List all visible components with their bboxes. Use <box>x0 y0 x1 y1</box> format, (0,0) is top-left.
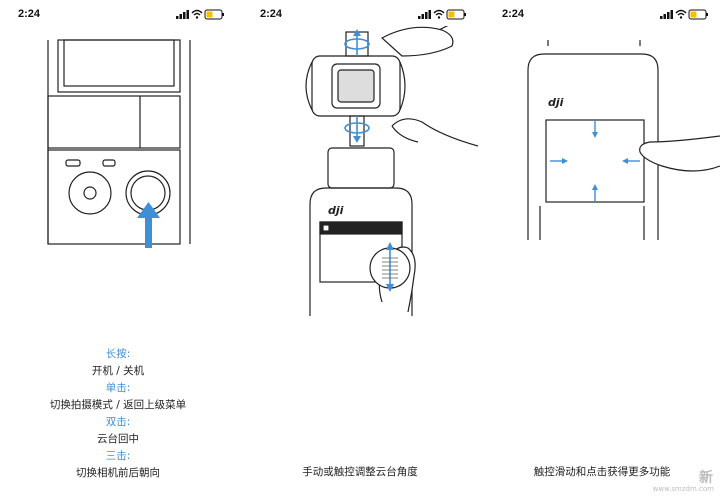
gimbal-adjust-illustration: dji <box>305 26 478 316</box>
caption-triple-click-body: 切换相机前后朝向 <box>76 467 160 479</box>
signal-icon <box>660 10 673 19</box>
caption-single-click-body: 切换拍摄模式 / 返回上级菜单 <box>49 399 187 411</box>
touchscreen-illustration: dji <box>527 40 720 240</box>
battery-icon <box>446 9 466 20</box>
status-time: 2:24 <box>18 8 41 20</box>
battery-icon <box>204 9 224 20</box>
status-bar: 2:24 <box>242 0 478 24</box>
signal-icon <box>418 10 431 19</box>
caption-long-press-body: 开机 / 关机 <box>91 365 145 377</box>
caption-single-click-head: 单击: <box>105 382 131 394</box>
wifi-icon <box>675 9 687 19</box>
osmo-pocket-buttons-illustration <box>47 39 191 248</box>
panel-divider <box>478 0 484 503</box>
caption-touch-functions: 触控滑动和点击获得更多功能 <box>533 466 671 478</box>
status-bar: 2:24 <box>0 0 236 24</box>
watermark-logo: 新 www.smzdm.com <box>652 467 714 497</box>
status-time: 2:24 <box>502 8 525 20</box>
panel-divider <box>236 0 242 503</box>
caption-double-click-head: 双击: <box>105 416 131 428</box>
caption-double-click-body: 云台回中 <box>97 433 139 445</box>
press-arrow-icon <box>137 202 160 248</box>
dji-logo: dji <box>328 204 344 217</box>
watermark-sub: www.smzdm.com <box>652 485 714 493</box>
rotate-arrow-icon <box>344 29 370 143</box>
status-time: 2:24 <box>260 8 283 20</box>
signal-icon <box>176 10 189 19</box>
screenshot-panel-2: 2:24 <box>242 0 478 503</box>
status-icons <box>418 9 466 20</box>
dji-logo: dji <box>548 96 564 109</box>
touch-arrows-icon <box>550 120 640 202</box>
caption-long-press-head: 长按: <box>105 348 131 360</box>
screenshot-panel-1: 2:24 <box>0 0 236 503</box>
caption-block: 手动或触控调整云台角度 <box>242 464 478 481</box>
caption-gimbal-adjust: 手动或触控调整云台角度 <box>302 466 418 478</box>
caption-triple-click-head: 三击: <box>105 450 131 462</box>
wifi-icon <box>433 9 445 19</box>
battery-icon <box>688 9 708 20</box>
caption-block: 长按: 开机 / 关机 单击: 切换拍摄模式 / 返回上级菜单 双击: 云台回中… <box>0 346 236 482</box>
caption-block: 触控滑动和点击获得更多功能 <box>484 464 720 481</box>
status-bar: 2:24 <box>484 0 720 24</box>
wifi-icon <box>191 9 203 19</box>
status-icons <box>176 9 224 20</box>
watermark-text: 新 <box>699 470 714 486</box>
status-icons <box>660 9 708 20</box>
screenshot-panel-3: 2:24 <box>484 0 720 503</box>
scroll-arrow-icon <box>382 242 398 292</box>
